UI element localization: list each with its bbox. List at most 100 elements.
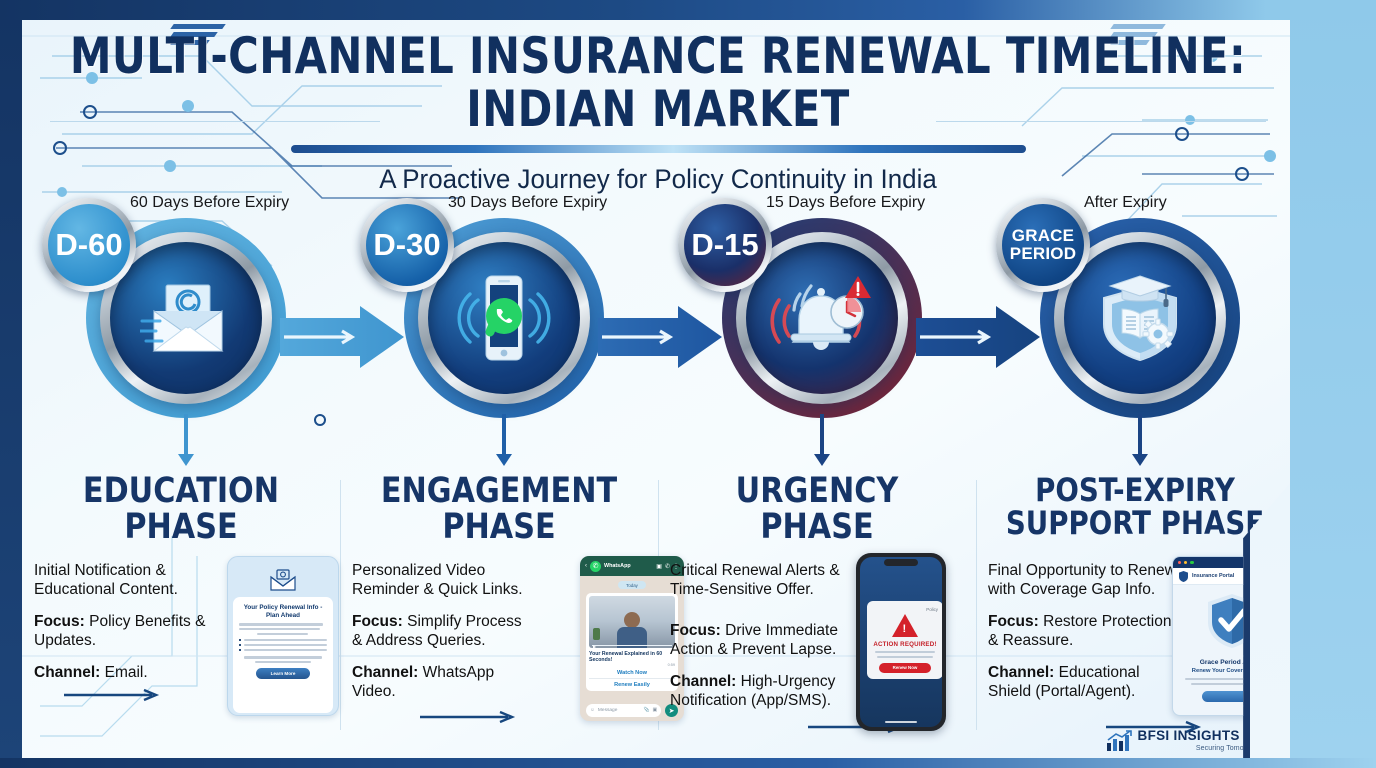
whatsapp-contact-name: WhatsApp [604,563,631,569]
frame-top-band [0,0,1376,20]
video-duration: 0:59 [667,663,675,668]
whatsapp-send-button[interactable]: ➤ [665,704,678,717]
video-thumbnail[interactable]: ▶ [589,596,675,648]
alert-title: ACTION REQUIRED! [873,641,937,648]
alarm-bell-clock-icon [746,242,898,394]
step-badge-1[interactable]: D-60 [42,198,136,292]
phase-channel-text-3: High-Urgency Notification (App/SMS). [670,672,836,709]
timeline-step-4[interactable]: After Expiry [976,176,1294,466]
alert-renew-button[interactable]: Renew Now [879,662,931,673]
header: MULTI-CHANNEL INSURANCE RENEWAL TIMELINE… [22,30,1294,195]
step-badge-4[interactable]: GRACE PERIOD [996,198,1090,292]
phase-focus-1: Focus: Policy Benefits & Updates. [34,613,214,651]
phase-focus-text-3: Drive Immediate Action & Prevent Lapse. [670,621,838,658]
step-badge-2[interactable]: D-30 [360,198,454,292]
renew-easily-link[interactable]: Renew Easily [614,682,650,689]
phase-divider-3 [976,480,977,730]
phase-focus-text-4: Restore Protection & Reassure. [988,612,1172,649]
phase-channel-label-3: Channel: [670,672,737,690]
phase-focus-3: Focus: Drive Immediate Action & Prevent … [670,622,850,660]
subtitle-rule-right [936,121,1266,122]
camera-icon[interactable]: ▣ [652,708,657,713]
window-close-icon[interactable] [1178,560,1182,565]
whatsapp-footer: ☺ Message 📎 ▣ ➤ [580,704,684,717]
phase-summary-3: Critical Renewal Alerts & Time-Sensitive… [670,562,840,598]
step-badge-label-2: D-30 [366,204,448,286]
whatsapp-input-placeholder: Message [597,708,618,713]
whatsapp-video-message[interactable]: ▶ Your Renewal Explained in 60 Seconds! … [586,593,678,692]
phone-notch [884,559,918,566]
window-minimize-icon[interactable] [1184,560,1188,565]
phase-title-1: EDUCATION PHASE [28,456,333,545]
frame-bottom-band [0,758,1376,768]
email-mockup-cta-button[interactable]: Learn More [256,668,310,680]
phase-focus-text-2: Simplify Process & Address Queries. [352,612,522,649]
phase-body-2: Personalized Video Reminder & Quick Link… [352,562,532,714]
infographic-canvas: MULTI-CHANNEL INSURANCE RENEWAL TIMELINE… [22,16,1294,762]
phone-mockup[interactable]: Policy ACTION REQUIRED! Renew Now [856,553,946,731]
phase-arrow-1 [64,688,160,702]
emoji-icon[interactable]: ☺ [590,708,595,713]
phase-title-1-line1: EDUCATION [82,471,280,511]
phase-channel-3: Channel: High-Urgency Notification (App/… [670,673,850,711]
phase-summary-2: Personalized Video Reminder & Quick Link… [352,562,523,598]
phase-channel-2: Channel: WhatsApp Video. [352,664,532,702]
watch-now-link[interactable]: Watch Now [617,670,647,677]
whatsapp-message-input[interactable]: ☺ Message 📎 ▣ [586,704,661,717]
email-mockup[interactable]: Your Policy Renewal Info - Plan Ahead [227,556,339,716]
phase-arrow-4 [1106,720,1202,734]
phase-summary-4: Final Opportunity to Renew with Coverage… [988,562,1176,598]
phase-body-1: Initial Notification & Educational Conte… [34,562,214,696]
email-envelope-icon [110,242,262,394]
whatsapp-date-chip: Today [618,581,646,589]
more-options-icon[interactable]: ⋮ [673,563,679,570]
portal-cta-button[interactable] [1202,690,1262,702]
browser-titlebar [1173,557,1291,568]
portal-headline: Grace Period Active! [1199,659,1265,666]
window-maximize-icon[interactable] [1190,560,1194,565]
step-badge-3[interactable]: D-15 [678,198,772,292]
phone-home-indicator [885,720,917,723]
down-arrow-1 [178,414,194,466]
phase-channel-text-1: Email. [100,663,148,681]
phase-focus-4: Focus: Restore Protection & Reassure. [988,613,1176,651]
step-badge-label-1: D-60 [48,204,130,286]
back-arrow-icon[interactable]: ‹ [585,563,587,569]
email-mockup-icon [233,563,333,597]
phase-divider-1 [340,480,341,730]
voice-call-icon[interactable]: ✆ [664,563,670,570]
frame-right-band [1290,0,1376,768]
shield-graduation-book-gear-icon [1064,242,1216,394]
phases-row: EDUCATION PHASE Initial Notification & E… [22,456,1294,756]
phase-channel-label-1: Channel: [34,663,101,681]
down-arrow-2 [496,414,512,466]
connector-arrow-1 [280,306,404,368]
warning-triangle-icon [892,614,918,637]
subtitle-rule-left [50,121,380,122]
day-label-2: 30 Days Before Expiry [448,194,608,211]
phase-title-2-line2: PHASE [442,506,556,547]
phase-focus-label-2: Focus: [352,612,403,630]
timeline-step-3[interactable]: 15 Days Before Expiry [658,176,976,466]
video-call-icon[interactable]: ▣ [656,563,662,570]
phase-summary-1: Initial Notification & Educational Conte… [34,562,178,598]
alert-notification-card[interactable]: Policy ACTION REQUIRED! Renew Now [867,601,942,679]
phase-title-4: POST-EXPIRY SUPPORT PHASE [982,456,1287,539]
phase-title-3: URGENCY PHASE [664,456,969,545]
whatsapp-phone-icon [428,242,580,394]
timeline-step-2[interactable]: 30 Days Before Expiry [340,176,658,466]
phase-title-4-line1: POST-EXPIRY [1035,471,1235,509]
phase-title-3-line1: URGENCY [735,471,899,511]
timeline-step-1[interactable]: 60 Days Before Expiry [22,176,340,466]
phase-channel-text-4: Educational Shield (Portal/Agent). [988,663,1140,700]
phase-post-expiry-support: POST-EXPIRY SUPPORT PHASE Final Opportun… [976,456,1294,756]
timeline-row: 60 Days Before Expiry [22,176,1294,466]
attach-icon[interactable]: 📎 [643,708,650,713]
phase-title-2: ENGAGEMENT PHASE [346,456,651,545]
phase-engagement: ENGAGEMENT PHASE Personalized Video Remi… [340,456,684,756]
phase-focus-2: Focus: Simplify Process & Address Querie… [352,613,532,651]
step-badge-label-3: D-15 [684,204,766,286]
whatsapp-mockup[interactable]: ‹ ✆ WhatsApp ▣ ✆ ⋮ Today [580,556,684,721]
phase-urgency: URGENCY PHASE Critical Renewal Alerts & … [658,456,976,756]
